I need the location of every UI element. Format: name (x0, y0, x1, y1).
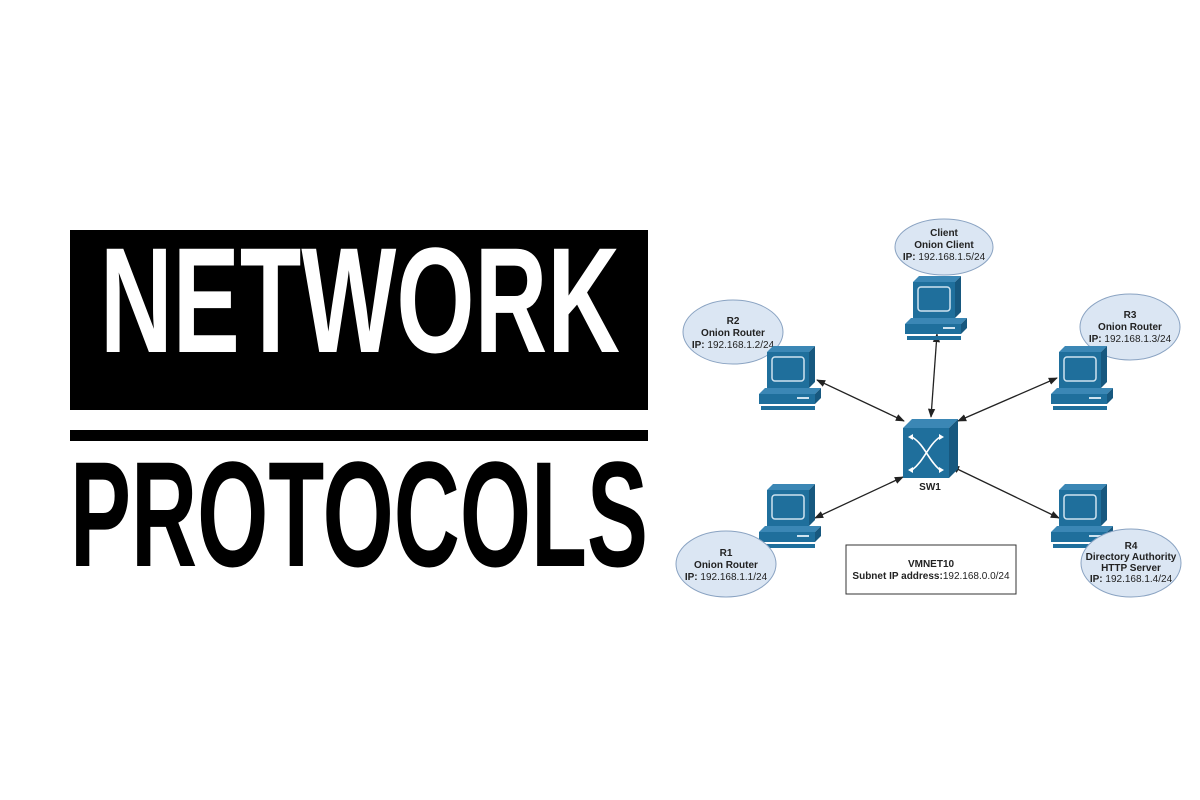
r4-ip: IP: 192.168.1.4/24 (1090, 574, 1173, 585)
r2-ip: IP: 192.168.1.2/24 (692, 340, 775, 351)
network-info-box: VMNET10 Subnet IP address:192.168.0.0/24 (845, 544, 1017, 595)
link-r2-sw1 (816, 379, 905, 422)
network-subnet: Subnet IP address:192.168.0.0/24 (852, 571, 1010, 582)
r1-name: R1 (720, 548, 733, 559)
node-client[interactable]: Client Onion Client IP: 192.168.1.5/24 (894, 218, 994, 341)
switch-sw1[interactable]: SW1 (903, 419, 958, 493)
r1-role: Onion Router (694, 560, 758, 571)
switch-label: SW1 (919, 482, 941, 493)
computer-icon (758, 483, 822, 549)
client-ellipse (894, 218, 994, 276)
r4-role: Directory Authority (1086, 552, 1177, 563)
link-r1-sw1 (814, 476, 904, 519)
link-r3-sw1 (957, 377, 1058, 422)
title-divider (70, 430, 648, 441)
r1-ip: IP: 192.168.1.1/24 (685, 572, 768, 583)
link-r4-sw1 (950, 465, 1060, 519)
client-ip: IP: 192.168.1.5/24 (903, 252, 986, 263)
node-r3[interactable]: R3 Onion Router IP: 192.168.1.3/24 (1050, 293, 1181, 411)
r3-ip: IP: 192.168.1.3/24 (1089, 334, 1172, 345)
node-r1[interactable]: R1 Onion Router IP: 192.168.1.1/24 (675, 483, 822, 598)
r3-role: Onion Router (1098, 322, 1162, 333)
title-protocols: PROTOCOLS (70, 430, 648, 598)
r4-role2: HTTP Server (1101, 563, 1161, 574)
r3-name: R3 (1124, 310, 1137, 321)
r3-ellipse (1079, 293, 1181, 361)
computer-icon (904, 275, 968, 341)
node-r4[interactable]: R4 Directory Authority HTTP Server IP: 1… (1050, 483, 1182, 598)
links (814, 333, 1060, 519)
r2-role: Onion Router (701, 328, 765, 339)
node-r2[interactable]: R2 Onion Router IP: 192.168.1.2/24 (682, 299, 822, 411)
r4-name: R4 (1125, 541, 1138, 552)
title-banner (70, 230, 648, 410)
r2-name: R2 (727, 316, 740, 327)
computer-icon (758, 345, 822, 411)
r4-ellipse (1080, 528, 1182, 598)
switch-icon (903, 419, 958, 478)
title-network: NETWORK (100, 216, 620, 384)
network-name: VMNET10 (908, 559, 955, 570)
r1-ellipse (675, 530, 777, 598)
r2-ellipse (682, 299, 784, 365)
client-name: Client (930, 228, 958, 239)
link-client-sw1 (927, 333, 941, 418)
computer-icon (1050, 345, 1114, 411)
client-role: Onion Client (914, 240, 974, 251)
